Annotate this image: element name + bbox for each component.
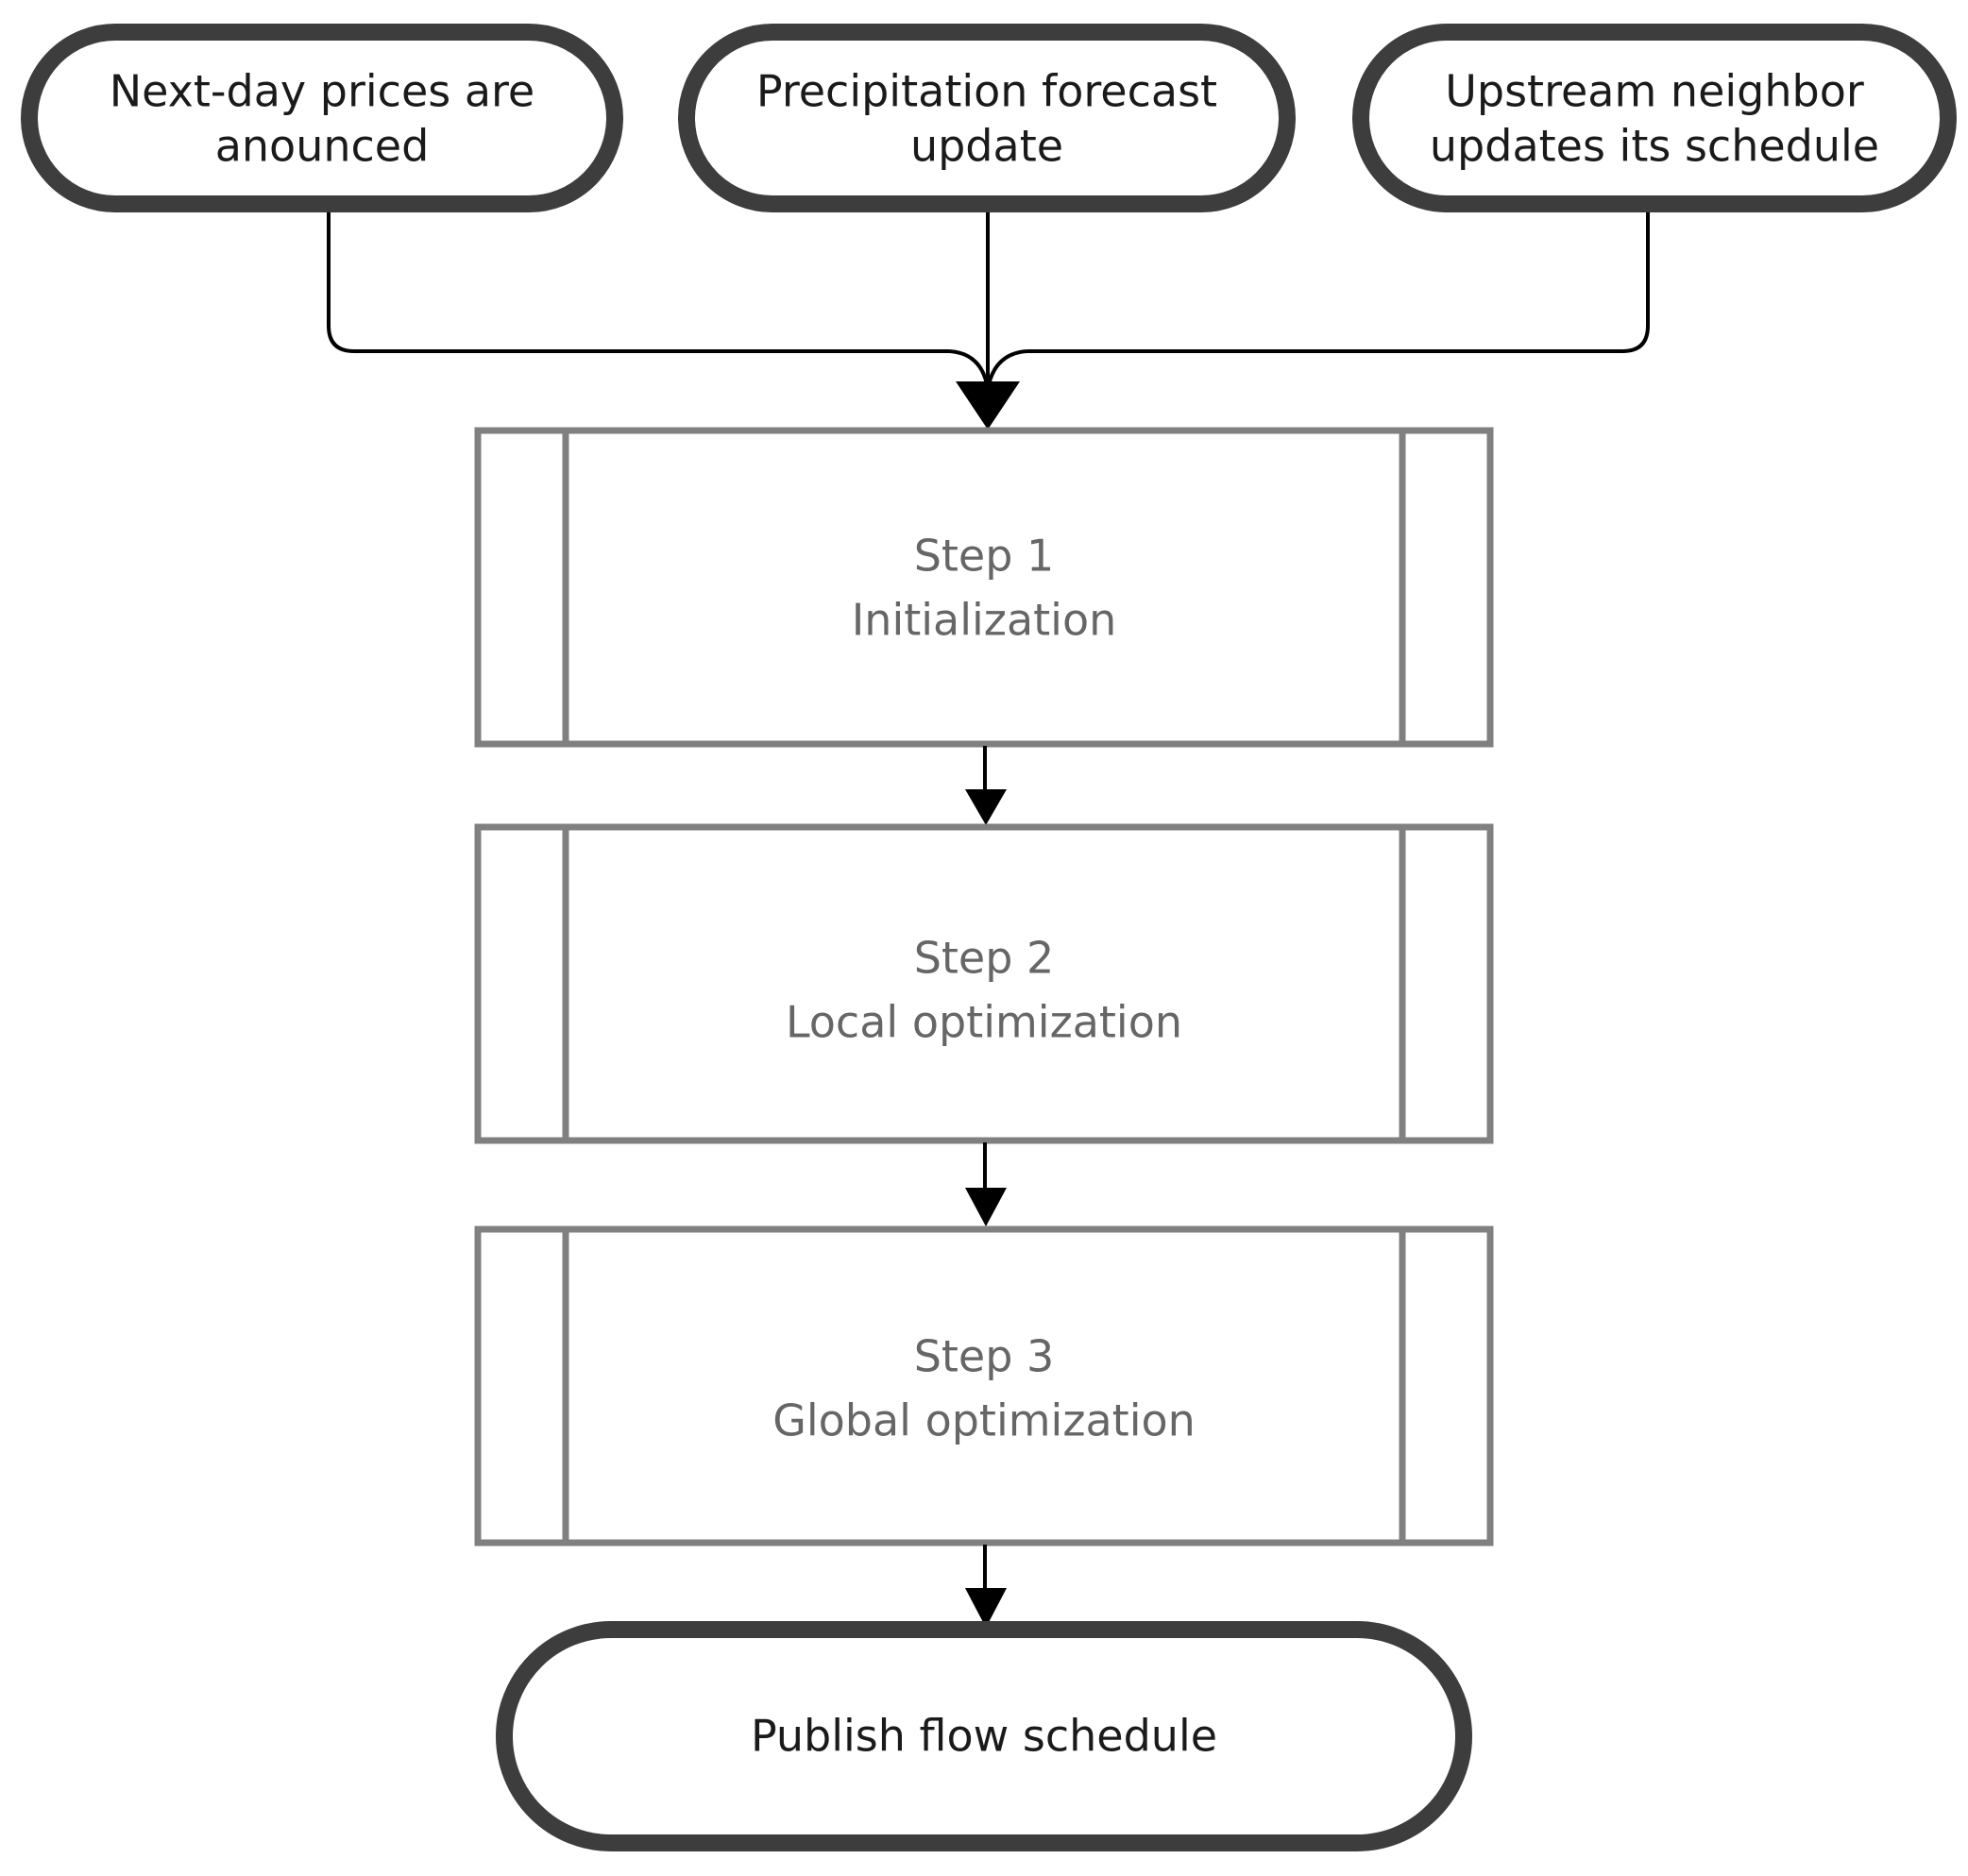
terminator-shape-upstream: [1352, 24, 1957, 212]
connector-upstream-to-step1: [1027, 212, 1650, 353]
trigger-precipitation-line1: Precipitation forecast: [756, 66, 1217, 117]
trigger-upstream-line2: updates its schedule: [1430, 121, 1879, 172]
trigger-prices-line2: anounced: [215, 121, 430, 172]
node-trigger-precipitation[interactable]: Precipitation forecast update: [678, 24, 1296, 212]
connector-prices-to-step1: [327, 212, 949, 353]
step-2-line2: Local optimization: [786, 997, 1182, 1048]
trigger-prices-line1: Next-day prices are: [110, 66, 534, 117]
process-shape-step-1: [474, 427, 1494, 748]
trigger-upstream-line1: Upstream neighbor: [1445, 66, 1864, 117]
edge-step3-to-publish: [965, 1545, 1007, 1628]
edge-triggers-to-step1: [327, 212, 1650, 430]
arrowhead-to-step3: [965, 1188, 1007, 1226]
step-3-line2: Global optimization: [772, 1395, 1196, 1446]
step-2-line1: Step 2: [914, 933, 1055, 984]
node-output-publish[interactable]: Publish flow schedule: [496, 1621, 1472, 1851]
edge-step2-to-step3: [965, 1142, 1007, 1226]
arrowhead-to-step2: [965, 789, 1007, 825]
terminator-shape-prices: [21, 24, 623, 212]
terminator-shape-precipitation: [678, 24, 1296, 212]
edge-step1-to-step2: [965, 746, 1007, 825]
step-3-line1: Step 3: [914, 1331, 1055, 1382]
trigger-precipitation-line2: update: [910, 121, 1063, 172]
node-step-1[interactable]: Step 1 Initialization: [474, 427, 1494, 748]
node-step-3[interactable]: Step 3 Global optimization: [474, 1225, 1494, 1546]
node-step-2[interactable]: Step 2 Local optimization: [474, 823, 1494, 1144]
terminator-shape-publish: [496, 1621, 1472, 1851]
arrowhead-to-step1: [956, 381, 1020, 430]
node-trigger-prices[interactable]: Next-day prices are anounced: [21, 24, 623, 212]
node-trigger-upstream[interactable]: Upstream neighbor updates its schedule: [1352, 24, 1957, 212]
process-shape-step-3: [474, 1225, 1494, 1546]
step-1-line2: Initialization: [852, 595, 1117, 646]
step-1-line1: Step 1: [914, 531, 1055, 582]
output-publish-label: Publish flow schedule: [751, 1711, 1217, 1762]
arrowhead-to-publish: [965, 1588, 1007, 1628]
process-shape-step-2: [474, 823, 1494, 1144]
